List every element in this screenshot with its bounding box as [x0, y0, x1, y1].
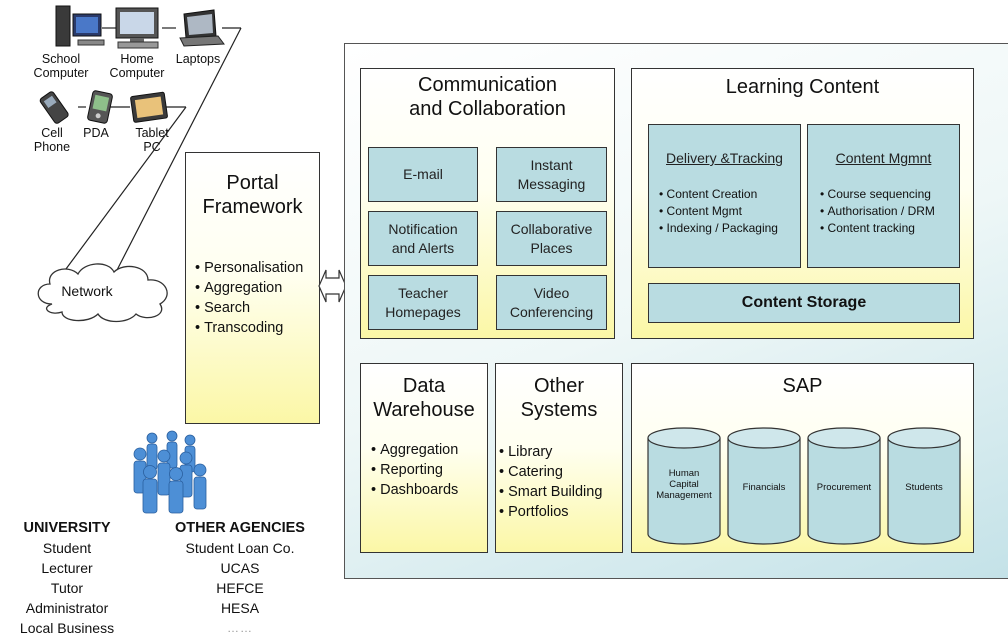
database-label: Students	[905, 482, 943, 493]
content-mgmt-list: Course sequencing Authorisation / DRM Co…	[820, 186, 935, 237]
delivery-tracking-box: Delivery &Tracking Content Creation Cont…	[648, 124, 801, 268]
sap-title: SAP	[782, 375, 823, 397]
device-tablet-pc: Tablet PC	[126, 88, 176, 168]
list-item: Student	[42, 540, 92, 556]
university-heading: UNIVERSITY	[23, 520, 111, 536]
device-laptops: Laptops	[172, 4, 232, 74]
tablet-pc-icon	[130, 91, 168, 123]
list-item: Student Loan Co.	[185, 540, 295, 556]
other-agencies-list: OTHER AGENCIES Student Loan Co. UCAS HEF…	[160, 518, 320, 638]
list-item: Dashboards	[371, 480, 458, 500]
list-item: Administrator	[25, 600, 109, 616]
laptops-label: Laptops	[175, 52, 221, 66]
content-mgmt-box: Content Mgmnt Course sequencing Authoris…	[807, 124, 960, 268]
cell-phone-icon	[39, 91, 69, 124]
communication-collaboration-box: Communication and Collaboration E-mail I…	[360, 68, 615, 339]
portal-features: Personalisation Aggregation Search Trans…	[195, 258, 303, 338]
database-label: Procurement	[816, 482, 872, 493]
home-computer-label: Home Computer	[109, 52, 165, 80]
tablet-pc-label: Tablet PC	[135, 126, 169, 154]
list-item: Content tracking	[820, 220, 935, 237]
desktop-computer-icon	[55, 5, 105, 47]
network-label: Network	[61, 283, 113, 299]
school-computer-label: School Computer	[33, 52, 89, 80]
list-item: Reporting	[371, 460, 458, 480]
laptop-icon	[179, 9, 225, 47]
pda-label: PDA	[83, 126, 109, 140]
list-item: Course sequencing	[820, 186, 935, 203]
device-cell-phone: Cell Phone	[30, 90, 80, 160]
database-cylinder: Human Capital Management	[647, 426, 721, 546]
other-agencies-heading: OTHER AGENCIES	[175, 520, 305, 536]
other-systems-list: Library Catering Smart Building Portfoli…	[499, 442, 602, 522]
learning-content-title: Learning Content	[725, 76, 880, 98]
list-item: Content Mgmt	[659, 203, 778, 220]
list-item: HESA	[220, 600, 260, 616]
database-cylinder: Procurement	[807, 426, 881, 546]
device-home-computer: Home Computer	[110, 4, 170, 84]
data-warehouse-box: Data Warehouse Aggregation Reporting Das…	[360, 363, 488, 553]
list-item: Tutor	[50, 580, 84, 596]
list-item: Transcoding	[195, 318, 303, 338]
database-cylinder: Students	[887, 426, 961, 546]
list-item: UCAS	[220, 560, 260, 576]
cell-phone-label: Cell Phone	[33, 126, 71, 154]
home-computer-icon	[115, 7, 159, 49]
content-mgmt-title: Content Mgmnt	[835, 150, 932, 166]
cloud-icon	[37, 263, 168, 323]
list-item: Portfolios	[499, 502, 602, 522]
teacher-homepages-cell: Teacher Homepages	[368, 275, 478, 330]
list-item: Local Business	[19, 620, 115, 636]
database-icon	[727, 427, 801, 545]
database-label: Financials	[742, 482, 786, 493]
network-cloud: Network	[28, 258, 178, 324]
email-cell: E-mail	[368, 147, 478, 202]
database-label: Human Capital Management	[656, 468, 712, 501]
list-item: Library	[499, 442, 602, 462]
content-storage-box: Content Storage	[648, 283, 960, 323]
video-conferencing-cell: Video Conferencing	[496, 275, 607, 330]
list-item: Content Creation	[659, 186, 778, 203]
more-ellipsis: ……	[227, 621, 253, 635]
database-icon	[807, 427, 881, 545]
portal-framework-box: Portal Framework Personalisation Aggrega…	[185, 152, 320, 424]
device-school-computer: School Computer	[28, 4, 118, 84]
other-systems-title: Other Systems	[520, 375, 598, 421]
list-item: Indexing / Packaging	[659, 220, 778, 237]
delivery-tracking-list: Content Creation Content Mgmt Indexing /…	[659, 186, 778, 237]
instant-messaging-cell: Instant Messaging	[496, 147, 607, 202]
pda-icon	[87, 90, 113, 124]
delivery-tracking-title: Delivery &Tracking	[666, 150, 783, 166]
database-icon	[887, 427, 961, 545]
notification-alerts-cell: Notification and Alerts	[368, 211, 478, 266]
data-warehouse-title: Data Warehouse	[373, 375, 475, 421]
list-item: HEFCE	[216, 580, 264, 596]
university-list: UNIVERSITY Student Lecturer Tutor Admini…	[0, 518, 134, 638]
device-pda: PDA	[80, 90, 120, 150]
list-item: Authorisation / DRM	[820, 203, 935, 220]
portal-title: Portal Framework	[202, 172, 303, 218]
list-item: Catering	[499, 462, 602, 482]
collaborative-places-cell: Collaborative Places	[496, 211, 607, 266]
data-warehouse-list: Aggregation Reporting Dashboards	[371, 440, 458, 500]
sap-box: SAP Human Capital Management Financials …	[631, 363, 974, 553]
other-systems-box: Other Systems Library Catering Smart Bui…	[495, 363, 623, 553]
content-storage-label: Content Storage	[741, 294, 867, 311]
list-item: Aggregation	[371, 440, 458, 460]
database-cylinder: Financials	[727, 426, 801, 546]
communication-title: Communication and Collaboration	[409, 74, 566, 120]
learning-content-box: Learning Content Delivery &Tracking Cont…	[631, 68, 974, 339]
list-item: Search	[195, 298, 303, 318]
list-item: Aggregation	[195, 278, 303, 298]
list-item: Lecturer	[41, 560, 93, 576]
list-item: Personalisation	[195, 258, 303, 278]
list-item: Smart Building	[499, 482, 602, 502]
database-icon	[647, 427, 721, 545]
people-group-icon	[133, 430, 207, 514]
